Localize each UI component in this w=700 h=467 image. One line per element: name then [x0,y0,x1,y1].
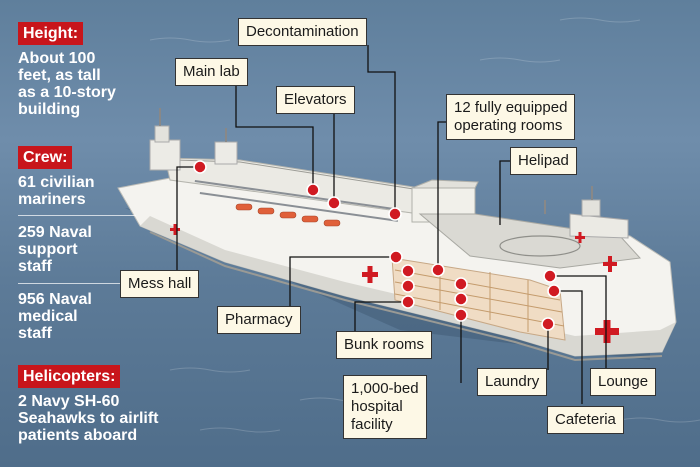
leader-lines [176,45,607,404]
callout-laundry: Laundry [477,368,548,396]
crew-line: medical [18,308,78,325]
callout-text: Decontamination [246,23,359,40]
callout-bunk-rooms: Bunk rooms [336,331,433,359]
callout-text: Pharmacy [225,311,293,328]
height-line: About 100 [18,50,96,67]
callout-helipad: Helipad [510,147,577,175]
height-line: feet, as tall [18,67,101,84]
location-markers [193,160,561,331]
crew-line: mariners [18,191,86,208]
callout-text: operating rooms [454,117,563,134]
divider [18,283,136,284]
crew-line: 61 civilian [18,174,95,191]
crew-line: 259 Naval [18,224,92,241]
bridge [569,213,629,239]
divider [18,215,136,216]
height-text: About 100 feet, as tall as a 10-story bu… [18,50,116,118]
helicopters-line: 2 Navy SH-60 [18,393,120,410]
aft-tower [149,139,181,171]
callout-text: Laundry [485,373,540,390]
callout-text: Main lab [183,63,240,80]
helicopters-line: Seahawks to airlift [18,410,159,427]
helipad-deck [418,213,642,269]
callout-text: Cafeteria [555,411,616,428]
crew-line: staff [18,325,52,342]
hull-lower-shade [140,216,676,356]
callout-text: Lounge [598,373,649,390]
callout-main-lab: Main lab [175,58,248,86]
height-line: building [18,101,81,118]
crew-line: 956 Naval [18,291,92,308]
callout-operating-rooms: 12 fully equipped operating rooms [446,94,576,140]
callout-text: Mess hall [128,275,192,292]
crew-line: support [18,241,78,258]
callout-elevators: Elevators [276,86,355,114]
callout-hospital-facility: 1,000-bed hospital facility [343,375,427,439]
windows [194,180,399,222]
callout-decontamination: Decontamination [238,18,367,46]
crew-group-civilian: 61 civilian mariners [18,174,95,208]
callout-mess-hall: Mess hall [120,270,200,298]
callout-text: 1,000-bed [351,380,419,397]
height-line: as a 10-story [18,84,116,101]
lifeboats [235,203,341,227]
callout-text: 12 fully equipped [454,99,568,116]
helicopters-line: patients aboard [18,427,138,444]
height-tag: Height: [18,22,84,45]
crew-tag: Crew: [18,146,73,169]
callout-pharmacy: Pharmacy [217,306,301,334]
callout-text: Helipad [518,152,569,169]
red-cross-emblems [170,224,619,343]
crew-group-support: 259 Naval support staff [18,224,92,275]
callout-text: Bunk rooms [344,336,425,353]
crew-line: staff [18,258,52,275]
callout-cafeteria: Cafeteria [547,406,624,434]
callout-text: hospital [351,398,403,415]
waterline [149,231,663,362]
callout-lounge: Lounge [590,368,657,396]
callout-text: facility [351,416,393,433]
cutaway-section [391,257,566,341]
callout-text: Elevators [284,91,347,108]
helicopters-tag: Helicopters: [18,365,121,388]
crew-group-medical: 956 Naval medical staff [18,291,92,342]
helicopters-text: 2 Navy SH-60 Seahawks to airlift patient… [18,393,159,444]
